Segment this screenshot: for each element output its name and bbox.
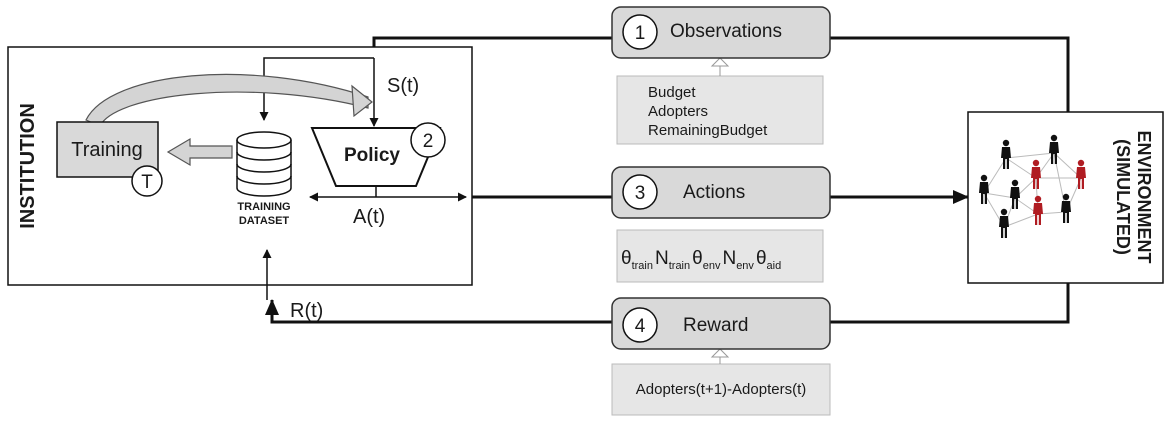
action-param-subscript: aid	[767, 260, 782, 272]
svg-text:T: T	[141, 172, 153, 193]
observations-detail-box	[616, 75, 824, 145]
state-routing-lines	[259, 57, 379, 127]
observations-label: Observations	[670, 21, 782, 42]
network-link	[983, 192, 1016, 199]
svg-text:1: 1	[635, 23, 646, 44]
reward-box	[611, 297, 831, 350]
actions-detail-box	[616, 229, 824, 283]
network-link	[1005, 157, 1037, 179]
observations-box	[611, 6, 831, 59]
reward-number-badge	[622, 307, 658, 343]
dataset-to-training-arrow	[166, 137, 233, 167]
observation-item: Budget	[648, 84, 696, 101]
observation-item: RemainingBudget	[648, 122, 768, 139]
action-param-symbol: θ	[756, 248, 767, 269]
reward-detail-box	[611, 363, 831, 416]
environment-title-line2: ENVIRONMENT	[1134, 130, 1154, 263]
observations-number-badge	[622, 14, 658, 50]
policy-label: Policy	[344, 145, 400, 166]
training-marker	[131, 165, 163, 197]
database-icon	[236, 131, 292, 197]
dataset-label-line2: DATASET	[239, 215, 290, 227]
actions-number-badge	[622, 174, 658, 210]
reward-label: Reward	[683, 315, 748, 336]
person-icon	[979, 174, 989, 204]
action-param-symbol: θ	[692, 248, 703, 269]
reward-label: R(t)	[290, 300, 323, 322]
dataset-label-line1: TRAINING	[237, 201, 290, 213]
reward-flow-line	[265, 283, 1070, 324]
action-routing-lines	[309, 186, 467, 202]
action-param-subscript: train	[632, 260, 653, 272]
person-icon	[1031, 159, 1041, 189]
network-link	[1005, 152, 1055, 159]
environment-title-line1: (SIMULATED)	[1113, 139, 1133, 255]
actions-box	[611, 166, 831, 219]
reward-formula: Adopters(t+1)-Adopters(t)	[636, 381, 807, 398]
policy-marker	[410, 122, 446, 158]
training-label: Training	[71, 139, 143, 161]
action-param-subscript: env	[736, 260, 754, 272]
state-label: S(t)	[387, 75, 419, 97]
action-param-subscript: train	[669, 260, 690, 272]
person-icon	[1049, 134, 1059, 164]
action-param-symbol: N	[722, 248, 736, 269]
observations-connector-arrow	[710, 57, 730, 76]
network-link	[1003, 213, 1039, 228]
action-param-subscript: env	[703, 260, 721, 272]
person-icon	[1001, 139, 1011, 169]
institution-title: INSTITUTION	[17, 103, 39, 229]
policy-box	[310, 127, 442, 187]
social-network-people-icon	[979, 134, 1086, 238]
reward-connector-arrow	[710, 348, 730, 364]
person-icon	[1076, 159, 1086, 189]
action-param-symbol: N	[655, 248, 669, 269]
person-icon	[1010, 179, 1020, 209]
actions-label: Actions	[683, 182, 745, 203]
person-icon	[1061, 193, 1071, 223]
svg-text:3: 3	[635, 183, 646, 204]
svg-text:2: 2	[423, 131, 434, 152]
training-to-policy-arrow	[85, 73, 369, 127]
svg-text:4: 4	[635, 316, 646, 337]
action-param-symbol: θ	[621, 248, 632, 269]
observation-item: Adopters	[648, 103, 708, 120]
person-icon	[1033, 195, 1043, 225]
person-icon	[999, 208, 1009, 238]
action-label: A(t)	[353, 206, 385, 228]
